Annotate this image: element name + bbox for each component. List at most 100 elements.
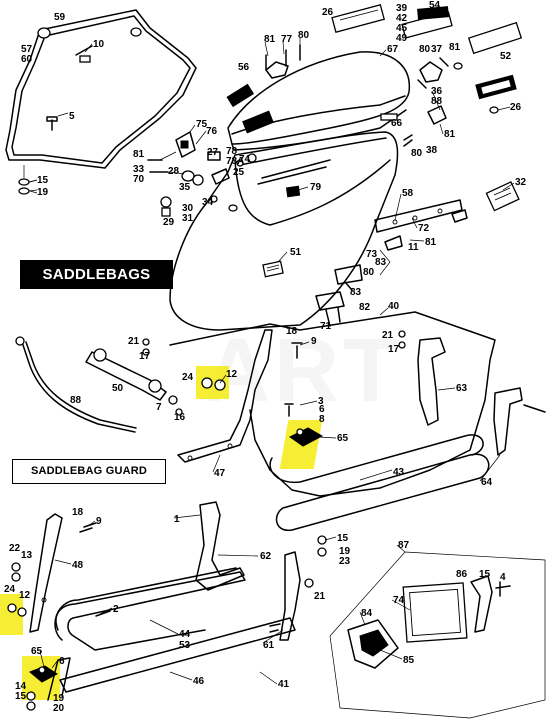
part-callout: 53 [179,640,191,651]
part-callout: 84 [361,608,373,619]
saddlebags-title: SADDLEBAGS [20,260,173,289]
part-callout: 86 [456,569,468,580]
part-callout: 74 [239,154,251,165]
part-callout: 45 [396,23,408,34]
part-callout: 49 [396,33,408,44]
part-callout: 34 [202,197,214,208]
part-callout: 83 [350,287,362,298]
lid-hardware [265,44,463,147]
part-callout: 85 [403,655,415,666]
upper-guard-assembly [15,311,546,531]
part-callout: 79 [310,182,322,193]
part-callout: 36 [431,86,443,97]
mount-brackets [315,264,363,327]
part-callout: 46 [193,676,205,687]
part-callout: 17 [139,351,151,362]
part-callout: 70 [133,174,145,185]
part-callout: 16 [174,412,186,423]
part-callout: 11 [408,242,419,253]
part-callout: 12 [226,369,238,380]
part-callout: 26 [510,102,522,113]
part-callout: 21 [382,330,394,341]
part-callout: 56 [238,62,250,73]
part-callout: 27 [207,147,219,158]
part-callout: 54 [429,0,441,11]
part-callout: 74 [393,595,405,606]
part-callout: 76 [206,126,218,137]
part-callout: 60 [21,54,33,65]
part-callout: 65 [337,433,349,444]
part-callout: 29 [163,217,175,228]
part-callout: 51 [290,247,302,258]
part-callout: 22 [9,543,21,554]
part-callout: 81 [425,237,437,248]
latch-cluster [147,131,257,217]
part-callout: 80 [411,148,423,159]
part-callout: 83 [375,257,387,268]
part-callout: 40 [388,301,400,312]
part-callout: 6 [319,404,325,415]
part-callout: 2 [113,604,119,615]
lower-guard-assembly [7,501,327,711]
part-callout: 64 [481,477,493,488]
part-callout: 9 [96,516,102,527]
part-callout: 65 [31,646,43,657]
part-callout: 1 [174,514,180,525]
part-callout: 57 [21,44,33,55]
part-callout: 52 [500,51,512,62]
part-callout: 78A [226,156,245,167]
part-callout: 77 [281,34,293,45]
part-callout: 19 [339,546,351,557]
part-callout: 41 [278,679,290,690]
part-callout: 47 [214,468,226,479]
part-callout: 43 [393,467,405,478]
part-callout: 38 [426,145,438,156]
part-callout: 14 [15,681,27,692]
part-callout: 42 [396,13,408,24]
part-callout: 25 [233,167,245,178]
saddlebag-lid [226,51,411,151]
part-callout: 8 [319,414,325,425]
part-callout: 28 [168,166,180,177]
part-callout: 7 [156,402,162,413]
part-callout: 71 [320,321,332,332]
part-callout: 63 [456,383,468,394]
part-callout: 81 [264,34,276,45]
part-callout: 26 [322,7,334,18]
saddlebag-guard-title: SADDLEBAG GUARD [12,459,166,484]
part-callout: 48 [72,560,84,571]
part-callout: 24 [4,584,16,595]
part-callout: 20 [53,703,65,714]
part-callout: 87 [398,540,410,551]
part-callout: 37 [431,44,443,55]
part-callout: 18 [72,507,84,518]
part-callout: 81 [444,129,456,140]
part-callout: 81 [449,42,461,53]
part-callout: 13 [21,550,33,561]
part-callout: 80 [298,30,310,41]
part-callout: 21 [128,336,140,347]
part-callout: 61 [263,640,275,651]
part-callout: 12 [19,590,31,601]
part-callout: 24 [182,372,194,383]
part-callout: 9 [311,336,317,347]
part-callout: 80 [419,44,431,55]
part-callout: 78 [226,146,238,157]
part-callout: 80 [363,267,375,278]
part-callout: 15 [337,533,349,544]
part-callout: 39 [396,3,408,14]
part-callout: 67 [387,44,399,55]
emblems [331,3,523,212]
part-callout: 32 [515,177,527,188]
leader-lines [28,38,515,685]
part-callout: 72 [418,223,430,234]
plate-bracket-group [329,551,546,719]
part-callout: 19 [53,693,65,704]
part-callout: 10 [93,39,105,50]
part-callout: 15 [37,175,49,186]
part-callout: 73 [366,249,378,260]
part-callout: 5 [69,111,75,122]
part-callout: 33 [133,164,145,175]
part-callout: 44 [179,629,191,640]
